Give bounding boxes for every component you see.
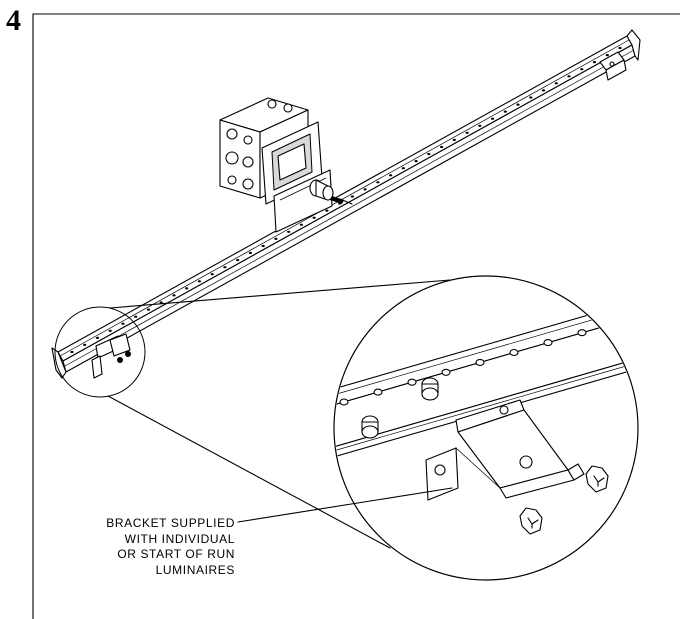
rail-hole [452,138,456,141]
rail-hole-detail [373,388,383,396]
rail-hole [554,82,558,85]
rail-hole [146,308,151,311]
rail-hole [70,350,74,354]
rail-hole-detail [339,398,349,406]
callout-line-1: BRACKET SUPPLIED [106,516,235,530]
rail-hole [363,188,367,191]
rail-hole [516,103,520,106]
rail-hole [287,230,291,233]
junction-box [219,97,353,233]
rail-hole [312,216,316,219]
rail-hole [618,46,622,50]
detail-callout [54,275,639,581]
rail-hole [83,343,87,346]
rail-hole-detail [611,319,621,327]
rail-hole-detail [441,368,451,376]
rail-hole [503,110,507,113]
rail-hole [465,131,469,134]
rail-hole [223,266,227,269]
rail-hole [95,336,100,339]
rail-hole-detail [509,348,519,357]
callout-line-4: LUMINAIRES [155,562,235,577]
rail-hole [427,152,431,156]
bracket-callout-text: BRACKET SUPPLIED WITH INDIVIDUAL OR STAR… [90,516,235,578]
rail-hole [592,61,597,64]
rail-hole [325,209,329,212]
rail-hole [541,89,546,92]
rail-hole [567,75,571,78]
rail-hole [261,244,265,248]
rail-hole [172,294,176,297]
rail-hole-detail [577,329,587,337]
rail-hole [197,280,201,283]
rail-hole-detail [407,378,417,386]
rail-hole [210,273,214,276]
frame-border [32,13,680,619]
rail-hole [605,54,609,57]
rail-hole [478,124,482,127]
mounting-rail [51,29,641,379]
rail-hole [440,145,444,149]
callout-line-2: WITH INDIVIDUAL [124,531,235,546]
rail-hole [108,329,112,332]
bracket-detail [425,399,585,501]
callout-line-3: OR START OF RUN [117,547,235,561]
rail-hole [121,322,125,325]
rail-hole [414,160,418,163]
nut-icon [585,465,609,493]
step-number: 4 [6,4,21,37]
rail-hole [389,174,393,177]
rail-hole [299,223,303,226]
rail-hole [134,315,138,318]
rail-hole [159,301,163,304]
rail-hole [236,259,240,262]
rail-hole [529,96,533,99]
rail-hole [376,181,380,184]
rail-hole [491,117,495,120]
rail-hole [185,287,189,290]
callout-leader [237,487,453,523]
rail-hole [274,237,278,240]
bracket-small [91,333,131,379]
nut-icon [519,507,543,535]
rail-hole [580,68,584,71]
rail-hole [401,167,405,170]
rail-hole [248,251,252,255]
rail-hole-detail [543,339,553,347]
rail-hole [350,195,354,198]
rail-hole-detail [475,358,485,366]
